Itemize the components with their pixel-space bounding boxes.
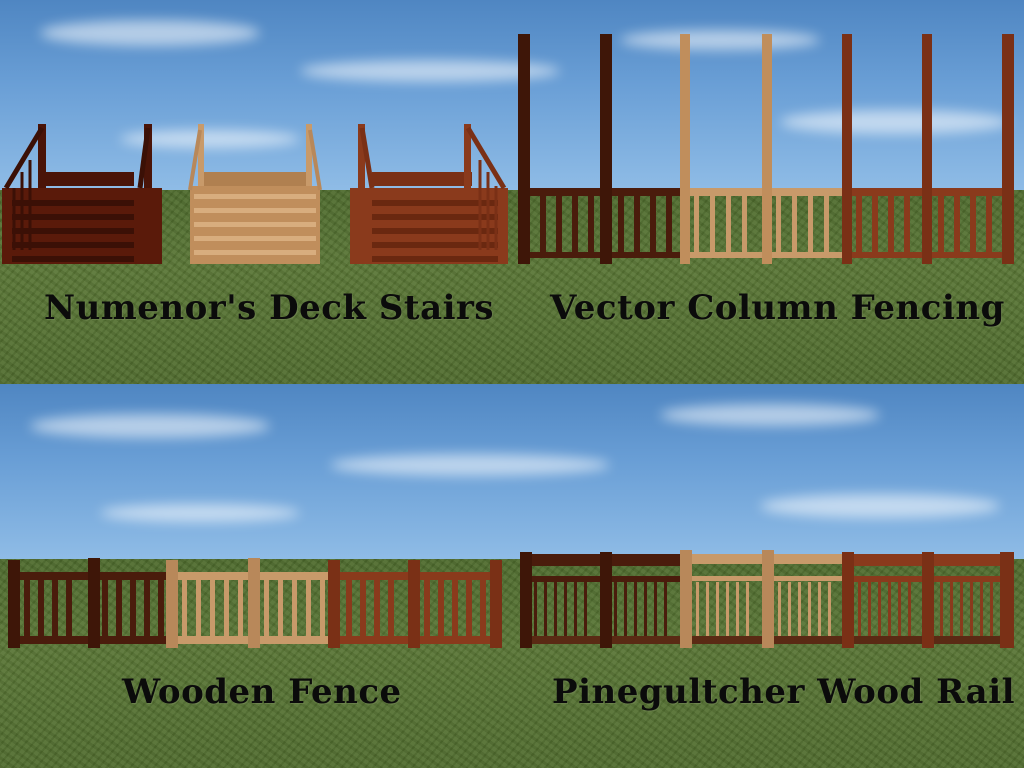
top-scene-panel: Numenor's Deck Stairs Vector Column Fenc…	[0, 0, 1024, 384]
label-wood-rail: Pinegultcher Wood Rail	[552, 672, 1016, 712]
label-column-fencing: Vector Column Fencing	[550, 288, 1005, 328]
pinegultcher-wood-rail	[520, 550, 1014, 648]
label-deck-stairs: Numenor's Deck Stairs	[44, 288, 495, 328]
bottom-scene-panel: Wooden Fence Pinegultcher Wood Rail	[0, 384, 1024, 768]
deck-stairs-medium	[350, 124, 508, 264]
grass-ground	[0, 190, 1024, 384]
sky-background-bottom	[0, 384, 1024, 559]
wooden-fence	[8, 558, 502, 648]
deck-stairs-dark	[2, 124, 162, 264]
label-wooden-fence: Wooden Fence	[122, 672, 402, 712]
column-fencing	[518, 34, 1014, 264]
deck-stairs-light	[188, 124, 322, 264]
sky-background	[0, 0, 1024, 190]
